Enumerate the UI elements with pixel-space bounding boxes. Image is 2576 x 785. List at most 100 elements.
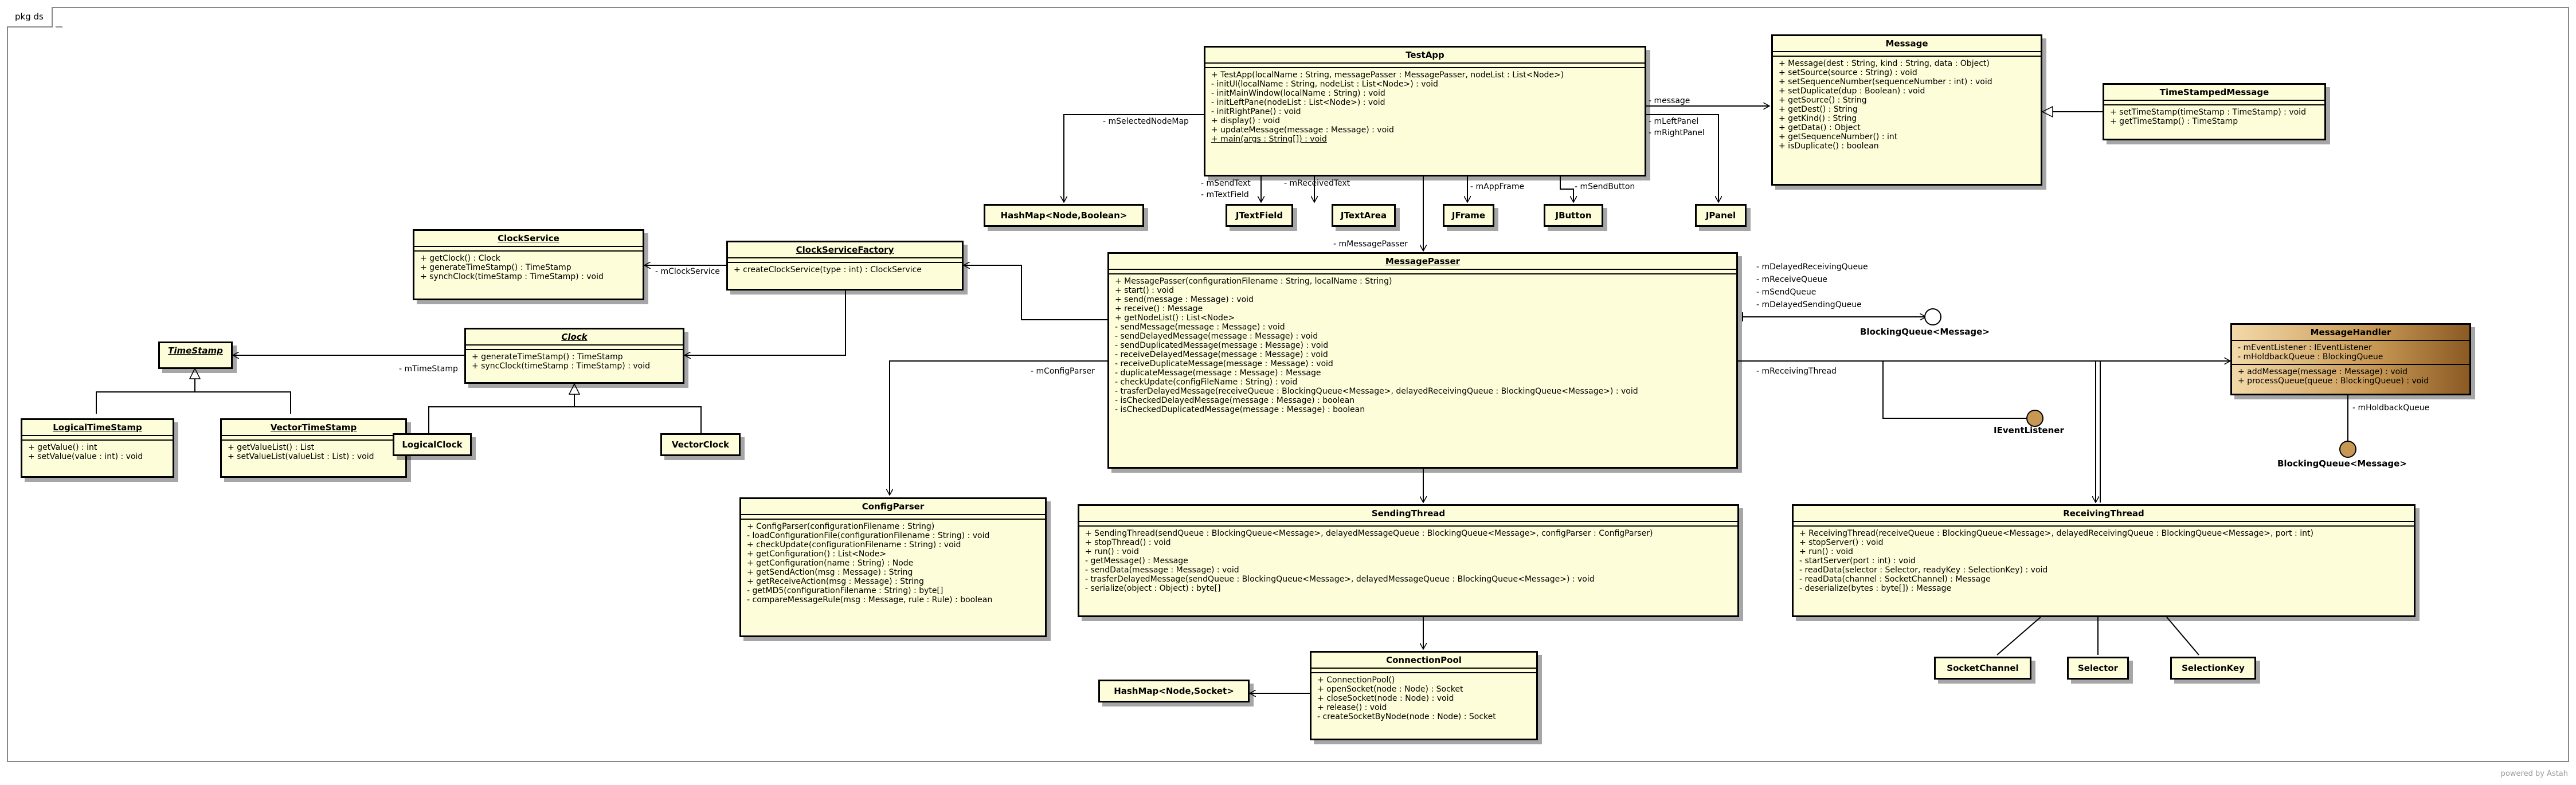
member-row: + isDuplicate() : boolean — [1779, 142, 1879, 151]
class-selectionkey[interactable]: SelectionKey — [2170, 657, 2256, 680]
class-logicaltimestamp[interactable]: LogicalTimeStamp + getValue() : int+ set… — [21, 418, 174, 478]
label-clock-service: - mClockService — [655, 267, 720, 276]
member-row: + ConnectionPool() — [1317, 676, 1395, 685]
class-clockservicefactory[interactable]: ClockServiceFactory + createClockService… — [726, 241, 964, 291]
class-hashmap-node-socket[interactable]: HashMap<Node,Socket> — [1098, 680, 1250, 702]
member-row: - receiveDelayedMessage(message : Messag… — [1115, 350, 1328, 359]
attrs-list: - mEventListener : IEventListener- mHold… — [2232, 341, 2469, 365]
class-jbutton[interactable]: JButton — [1544, 204, 1603, 227]
class-connectionpool[interactable]: ConnectionPool + ConnectionPool()+ openS… — [1310, 651, 1538, 740]
member-row: + getReceiveAction(msg : Message) : Stri… — [747, 577, 924, 586]
class-jtextfield[interactable]: JTextField — [1226, 204, 1293, 227]
class-jframe[interactable]: JFrame — [1443, 204, 1494, 227]
class-name: ClockService — [414, 231, 643, 247]
member-row: + getNodeList() : List<Node> — [1115, 313, 1235, 323]
member-row: + run() : void — [1799, 547, 1853, 556]
class-testapp[interactable]: TestApp + TestApp(localName : String, me… — [1204, 46, 1646, 176]
class-name: TimeStamp — [168, 346, 223, 356]
member-row: - initLeftPane(nodeList : List<Node>) : … — [1211, 98, 1385, 107]
class-name: Message — [1773, 36, 2041, 52]
member-row: - isCheckedDuplicatedMessage(message : M… — [1115, 405, 1365, 414]
label-left-panel: - mLeftPanel — [1649, 117, 1699, 126]
member-row: + getData() : Object — [1779, 123, 1861, 132]
member-row: - sendMessage(message : Message) : void — [1115, 323, 1285, 332]
member-row: + stopServer() : void — [1799, 538, 1884, 547]
label-send-queue: - mSendQueue — [1756, 288, 1816, 297]
member-row: + SendingThread(sendQueue : BlockingQueu… — [1085, 529, 1653, 538]
class-message[interactable]: Message + Message(dest : String, kind : … — [1771, 34, 2042, 186]
label-right-panel: - mRightPanel — [1649, 128, 1705, 138]
member-row: - getMD5(configurationFilename : String)… — [747, 586, 944, 595]
member-row: + release() : void — [1317, 703, 1387, 712]
label-config-parser: - mConfigParser — [1031, 367, 1095, 376]
label-text-field: - mTextField — [1201, 190, 1249, 199]
label-delayed-sending-queue: - mDelayedSendingQueue — [1756, 300, 1862, 309]
member-row: + main(args : String[]) : void — [1211, 135, 1327, 144]
member-row: + getTimeStamp() : TimeStamp — [2110, 117, 2238, 126]
class-name: SendingThread — [1079, 506, 1737, 522]
class-socketchannel[interactable]: SocketChannel — [1934, 657, 2031, 680]
ops-list: + TestApp(localName : String, messagePas… — [1205, 68, 1645, 146]
member-row: + checkUpdate(configurationFilename : St… — [747, 540, 961, 550]
member-row: + getSource() : String — [1779, 96, 1867, 105]
member-row: + MessagePasser(configurationFilename : … — [1115, 277, 1392, 286]
label-send-button: - mSendButton — [1575, 182, 1635, 191]
member-row: + getSendAction(msg : Message) : String — [747, 568, 913, 577]
member-row: + ReceivingThread(receiveQueue : Blockin… — [1799, 529, 2313, 538]
label-receiving-thread: - mReceivingThread — [1756, 367, 1837, 376]
member-row: + setDuplicate(dup : Boolean) : void — [1779, 87, 1925, 96]
label-app-frame: - mAppFrame — [1470, 182, 1525, 191]
class-name: TestApp — [1205, 48, 1645, 64]
ops-list: + SendingThread(sendQueue : BlockingQueu… — [1079, 527, 1737, 595]
member-row: - readData(channel : SocketChannel) : Me… — [1799, 575, 1991, 584]
member-row: + getValue() : int — [28, 443, 97, 452]
class-timestamp[interactable]: TimeStamp — [158, 342, 233, 369]
ops-list: + getClock() : Clock+ generateTimeStamp(… — [414, 252, 643, 284]
member-row: - compareMessageRule(msg : Message, rule… — [747, 595, 993, 605]
member-row: + getConfiguration(name : String) : Node — [747, 559, 914, 568]
label-receive-queue: - mReceiveQueue — [1756, 275, 1827, 284]
label-timestamp: - mTimeStamp — [399, 364, 458, 374]
class-clockservice[interactable]: ClockService + getClock() : Clock+ gener… — [413, 229, 644, 300]
member-row: - initMainWindow(localName : String) : v… — [1211, 89, 1385, 98]
class-messagepasser[interactable]: MessagePasser + MessagePasser(configurat… — [1107, 252, 1738, 469]
class-sendingthread[interactable]: SendingThread + SendingThread(sendQueue … — [1078, 504, 1739, 617]
label-message: - message — [1649, 96, 1690, 105]
interface-ievent-listener: IEventListener — [1994, 425, 2064, 435]
class-messagehandler[interactable]: MessageHandler - mEventListener : IEvent… — [2230, 323, 2471, 395]
class-vectortimestamp[interactable]: VectorTimeStamp + getValueList() : List+… — [220, 418, 407, 478]
class-jtextarea[interactable]: JTextArea — [1332, 204, 1396, 227]
label-send-text: - mSendText — [1201, 179, 1251, 188]
member-row: + send(message : Message) : void — [1115, 295, 1254, 304]
ops-list: + addMessage(message : Message) : void+ … — [2232, 365, 2469, 388]
member-row: + closeSocket(node : Node) : void — [1317, 694, 1454, 703]
class-jpanel[interactable]: JPanel — [1695, 204, 1747, 227]
class-name: ReceivingThread — [1794, 506, 2414, 522]
member-row: + start() : void — [1115, 286, 1174, 295]
member-row: + getDest() : String — [1779, 105, 1858, 114]
class-receivingthread[interactable]: ReceivingThread + ReceivingThread(receiv… — [1792, 504, 2416, 617]
member-row: + synchClock(timeStamp : TimeStamp) : vo… — [420, 272, 604, 281]
member-row: + setSource(source : String) : void — [1779, 68, 1917, 77]
class-timestamped-message[interactable]: TimeStampedMessage + setTimeStamp(timeSt… — [2103, 83, 2326, 140]
member-row: + setSequenceNumber(sequenceNumber : int… — [1779, 77, 1992, 87]
class-vectorclock[interactable]: VectorClock — [660, 433, 741, 456]
class-name: Clock — [466, 329, 683, 346]
label-received-text: - mReceivedText — [1284, 179, 1350, 188]
ops-list: + MessagePasser(configurationFilename : … — [1109, 274, 1736, 417]
member-row: + processQueue(queue : BlockingQueue) : … — [2238, 376, 2429, 386]
member-row: + setTimeStamp(timeStamp : TimeStamp) : … — [2110, 108, 2306, 117]
class-clock[interactable]: Clock + generateTimeStamp() : TimeStamp+… — [464, 328, 684, 384]
member-row: + setValue(value : int) : void — [28, 452, 143, 461]
member-row: - initUI(localName : String, nodeList : … — [1211, 80, 1438, 89]
class-logicalclock[interactable]: LogicalClock — [393, 433, 472, 456]
member-row: + Message(dest : String, kind : String, … — [1779, 59, 1990, 68]
class-selector[interactable]: Selector — [2067, 657, 2129, 680]
member-row: + setValueList(valueList : List) : void — [228, 452, 374, 461]
member-row: + generateTimeStamp() : TimeStamp — [420, 263, 571, 272]
label-holdback-queue: - mHoldbackQueue — [2352, 403, 2430, 413]
class-hashmap-node-boolean[interactable]: HashMap<Node,Boolean> — [984, 204, 1144, 227]
class-configparser[interactable]: ConfigParser + ConfigParser(configuratio… — [739, 497, 1047, 637]
ops-list: + Message(dest : String, kind : String, … — [1773, 57, 2041, 153]
member-row: - mHoldbackQueue : BlockingQueue — [2238, 352, 2383, 362]
